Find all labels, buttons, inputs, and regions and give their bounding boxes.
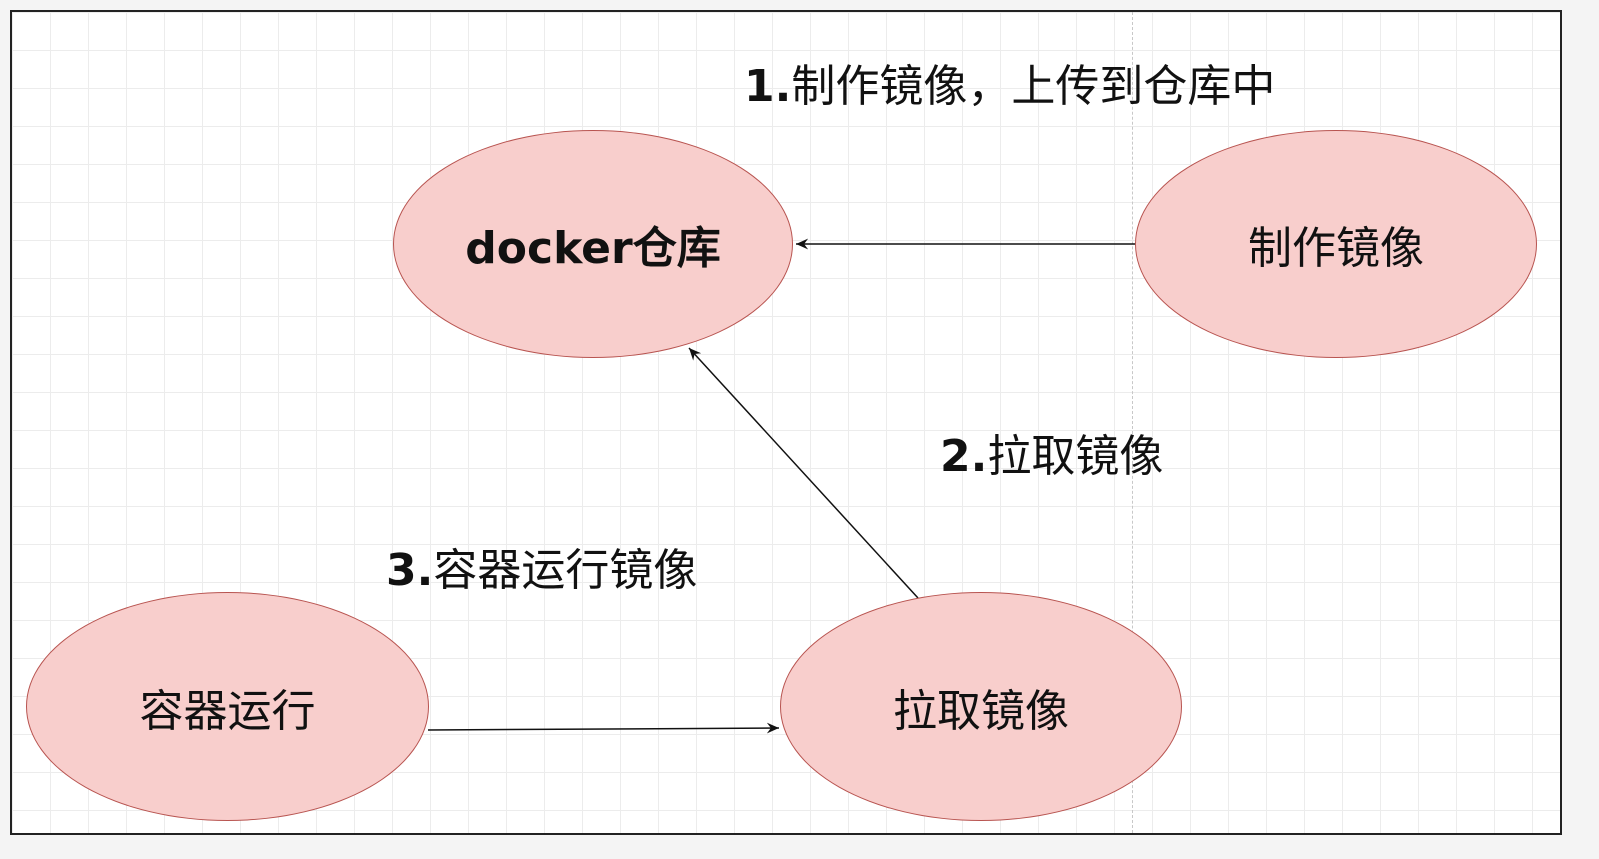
node-build-image-label: 制作镜像	[1248, 223, 1424, 274]
edges-layer	[427, 238, 1135, 734]
step-2-number: 2.	[940, 431, 988, 482]
node-docker-registry[interactable]: docker仓库	[393, 130, 793, 358]
step-2-label: 2.拉取镜像	[940, 420, 1163, 484]
diagram-canvas: docker仓库 制作镜像 拉取镜像 容器运行 1.制作镜像，上传到仓库中 2.…	[10, 10, 1562, 835]
node-pull-image-label: 拉取镜像	[893, 685, 1069, 737]
step-1-number: 1.	[744, 61, 792, 112]
step-3-text: 容器运行镜像	[433, 545, 698, 596]
node-docker-registry-label: docker仓库	[465, 223, 721, 274]
step-3-number: 3.	[386, 545, 434, 596]
step-2-text: 拉取镜像	[987, 431, 1164, 482]
page-guide-line	[1132, 12, 1133, 833]
step-1-text: 制作镜像，上传到仓库中	[791, 61, 1276, 112]
edge-pull-to-registry	[688, 347, 919, 599]
node-pull-image[interactable]: 拉取镜像	[780, 592, 1182, 821]
step-3-label: 3.容器运行镜像	[386, 534, 697, 598]
node-container-run[interactable]: 容器运行	[26, 592, 429, 821]
step-1-label: 1.制作镜像，上传到仓库中	[744, 50, 1275, 114]
edge-run-to-pull	[427, 722, 780, 734]
node-build-image[interactable]: 制作镜像	[1135, 130, 1537, 358]
node-container-run-label: 容器运行	[139, 685, 316, 737]
